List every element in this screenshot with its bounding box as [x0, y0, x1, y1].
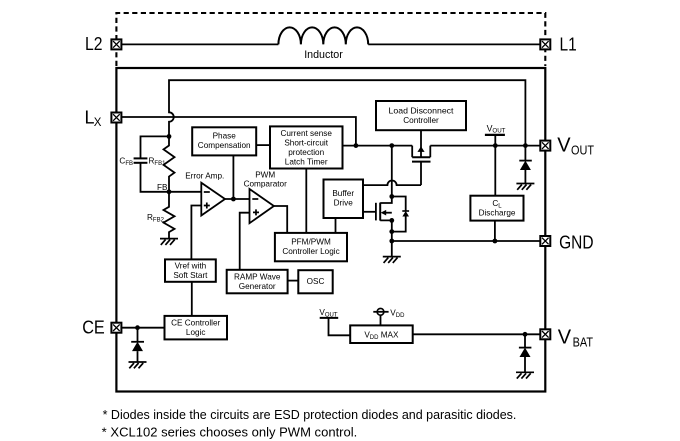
svg-text:OUT: OUT	[492, 128, 505, 135]
svg-text:Latch Timer: Latch Timer	[285, 158, 328, 167]
svg-text:Controller: Controller	[403, 116, 439, 125]
svg-text:Discharge: Discharge	[479, 208, 516, 217]
svg-text:V: V	[558, 326, 572, 348]
svg-text:RFB2: RFB2	[147, 213, 165, 224]
svg-text:VDD MAX: VDD MAX	[364, 331, 399, 342]
svg-text:CE: CE	[82, 318, 105, 338]
svg-text:Buffer: Buffer	[332, 189, 354, 198]
svg-text:RFB1: RFB1	[149, 156, 167, 167]
svg-text:* Diodes inside the circuits a: * Diodes inside the circuits are ESD pro…	[103, 408, 517, 422]
svg-text:Logic: Logic	[186, 328, 206, 337]
svg-text:L1: L1	[560, 35, 577, 55]
svg-text:Error Amp.: Error Amp.	[185, 172, 224, 181]
svg-text:CE Controller: CE Controller	[171, 318, 220, 327]
svg-text:GND: GND	[559, 232, 593, 252]
svg-text:L: L	[85, 107, 95, 127]
svg-text:BAT: BAT	[573, 334, 593, 349]
svg-text:Vref with: Vref with	[175, 262, 207, 271]
svg-text:OSC: OSC	[307, 277, 325, 286]
svg-text:Soft Start: Soft Start	[173, 271, 208, 280]
svg-text:Comparator: Comparator	[244, 180, 288, 189]
svg-text:RAMP Wave: RAMP Wave	[234, 272, 281, 281]
svg-text:Compensation: Compensation	[198, 141, 251, 150]
svg-text:Inductor: Inductor	[304, 49, 343, 61]
svg-text:* XCL102 series chooses only P: * XCL102 series chooses only PWM control…	[102, 426, 358, 440]
svg-text:Short-circuit: Short-circuit	[284, 139, 328, 148]
svg-text:CL: CL	[492, 199, 502, 210]
svg-text:L2: L2	[85, 34, 103, 54]
svg-text:Controller Logic: Controller Logic	[282, 247, 339, 256]
svg-text:PWM: PWM	[255, 170, 275, 179]
svg-text:X: X	[94, 117, 102, 129]
svg-text:VDD: VDD	[390, 308, 405, 319]
svg-text:PFM/PWM: PFM/PWM	[291, 238, 331, 247]
svg-text:CFB: CFB	[119, 156, 133, 167]
svg-text:Generator: Generator	[239, 282, 276, 291]
svg-text:Load Disconnect: Load Disconnect	[389, 107, 455, 116]
svg-text:protection: protection	[288, 148, 324, 157]
svg-text:OUT: OUT	[571, 143, 594, 158]
svg-text:V: V	[487, 124, 493, 134]
svg-text:Drive: Drive	[334, 199, 354, 208]
svg-text:Phase: Phase	[213, 132, 237, 141]
svg-text:Current sense: Current sense	[280, 129, 332, 138]
svg-text:V: V	[557, 135, 571, 157]
svg-text:FB: FB	[157, 183, 168, 192]
svg-text:VOUT: VOUT	[319, 308, 337, 319]
